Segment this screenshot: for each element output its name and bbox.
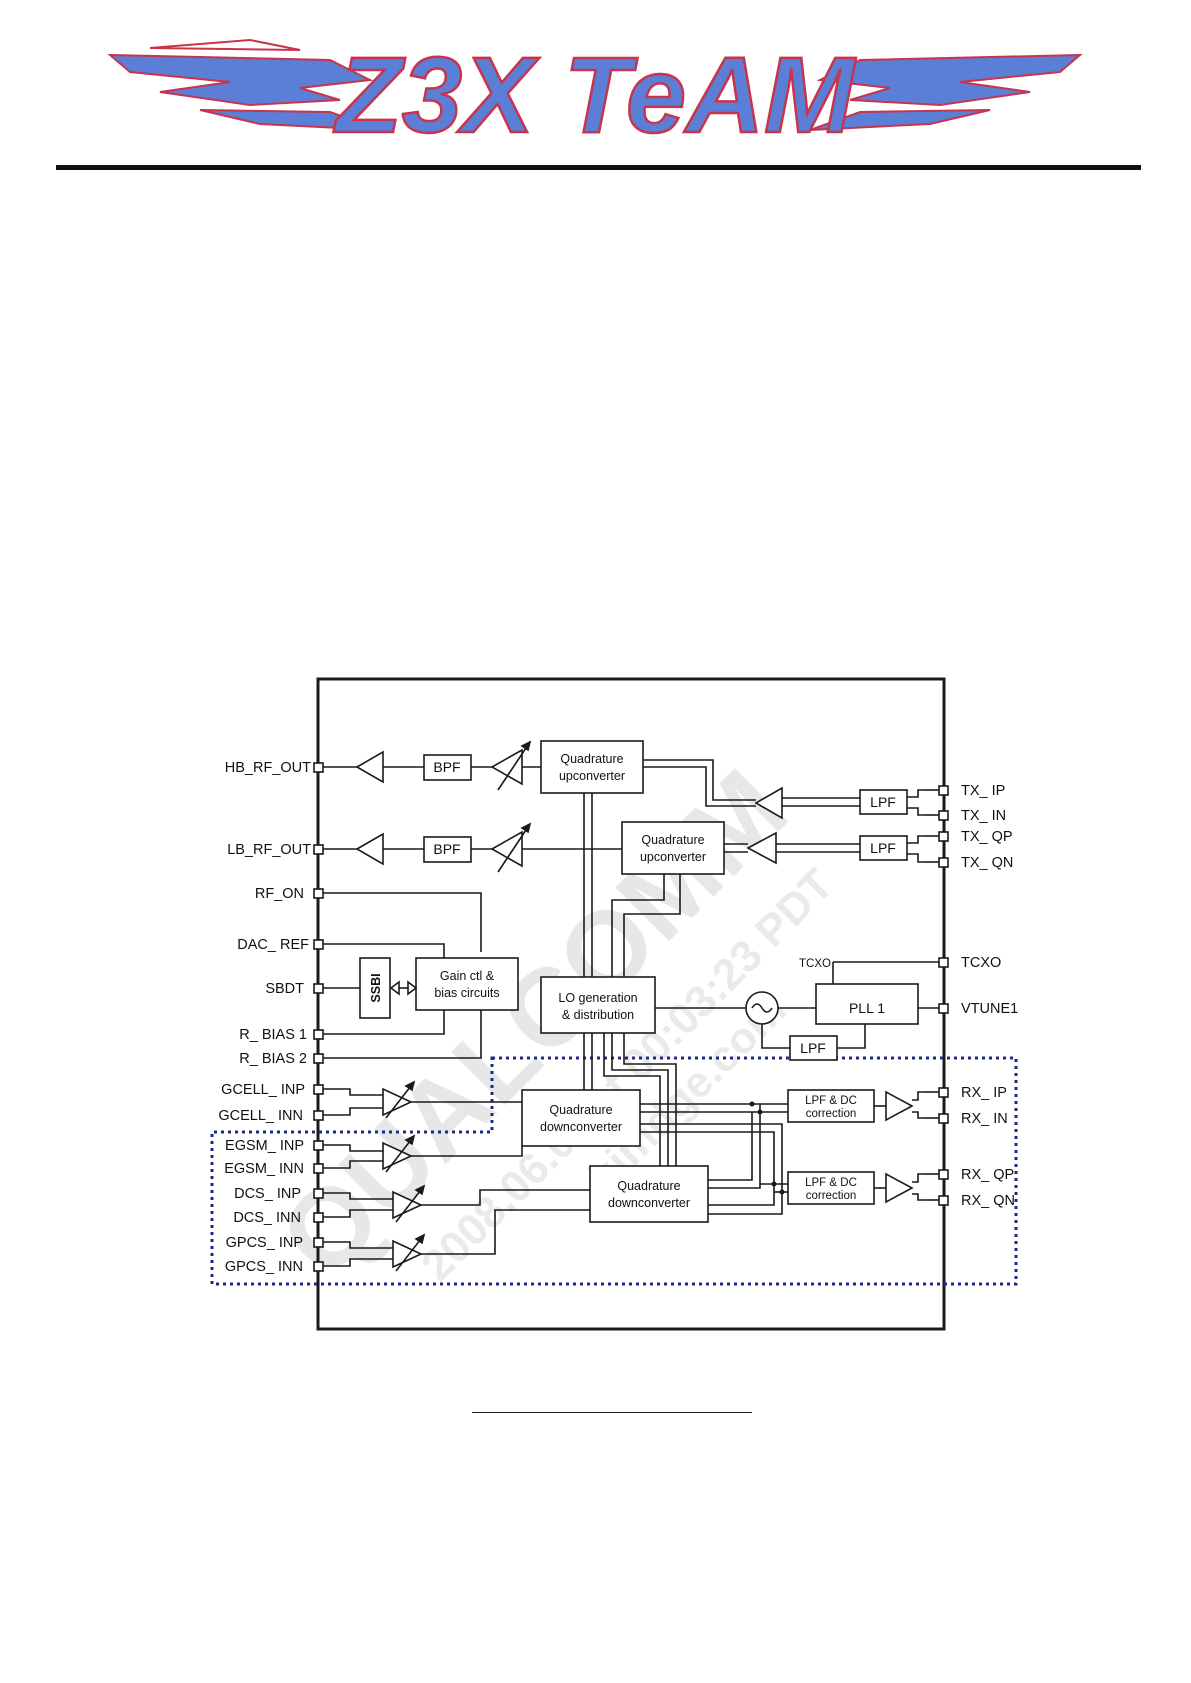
lpf-dc-1-label-1: LPF & DC <box>805 1095 857 1107</box>
rx-i-buffer-triangle <box>885 1090 914 1122</box>
lpf-pll-label: LPF <box>800 1040 826 1056</box>
lpf-tx-q-label: LPF <box>870 840 896 856</box>
qualcomm-watermark: QUALCOMM 2008.06.02 at 00:03:23 PDT kimd… <box>257 747 843 1301</box>
pin-label-rx-in: RX_ IN <box>961 1111 1008 1127</box>
lpf-tx-i-label: LPF <box>870 794 896 810</box>
quad-up-1-label-2: upconverter <box>559 769 625 783</box>
pin-label-egsm-inn: EGSM_ INN <box>224 1161 304 1177</box>
ssbi-arrow-left <box>389 980 400 996</box>
header-rule <box>56 165 1141 170</box>
quad-up-2-block <box>621 821 725 875</box>
quad-down-1-label-2: downconverter <box>540 1120 622 1134</box>
right-pin-stubs <box>925 789 939 1201</box>
ssbi-label: SSBI <box>369 973 383 1002</box>
lpf-tx-i-block <box>859 789 908 815</box>
bpf-lb-block <box>423 836 472 863</box>
pll-label: PLL 1 <box>849 1000 885 1016</box>
pin-label-tx-qn: TX_ QN <box>961 855 1013 871</box>
hb-vga-triangle <box>490 748 523 786</box>
ssbi-arrow-right <box>407 980 418 996</box>
lpf-dc-2-block <box>787 1171 875 1205</box>
pin-label-gcell-inn: GCELL_ INN <box>218 1108 303 1124</box>
pin-label-rf-on: RF_ON <box>255 886 304 902</box>
pin-label-hb-rf-out: HB_RF_OUT <box>225 760 311 776</box>
pin-label-tx-in: TX_ IN <box>961 808 1006 824</box>
z3x-team-logo: Z3X TeAM <box>56 33 1141 170</box>
pin-label-dac-ref: DAC_ REF <box>237 937 309 953</box>
bpf-hb-label: BPF <box>433 759 460 775</box>
gpcs-lna-triangle <box>392 1239 423 1269</box>
logo-wing-left <box>107 38 381 131</box>
lpf-dc-1-label-2: correction <box>806 1108 857 1120</box>
pin-label-gpcs-inn: GPCS_ INN <box>225 1259 303 1275</box>
pin-label-tx-ip: TX_ IP <box>961 783 1005 799</box>
dcs-lna-triangle <box>392 1190 423 1220</box>
junction-dots <box>749 1101 785 1195</box>
gain-ctl-label-2: bias circuits <box>434 986 499 1000</box>
quad-down-1-block <box>521 1089 641 1147</box>
tcxo-internal-label: TCXO <box>799 958 831 970</box>
pin-label-rx-ip: RX_ IP <box>961 1085 1007 1101</box>
tx-i-driver-triangle <box>754 786 783 820</box>
quad-up-2-label-1: Quadrature <box>641 833 704 847</box>
pin-label-tcxo: TCXO <box>961 955 1001 971</box>
pin-label-lb-rf-out: LB_RF_OUT <box>227 842 311 858</box>
pin-label-rx-qn: RX_ QN <box>961 1193 1015 1209</box>
rx-region-outline <box>210 1056 1018 1286</box>
rx-q-buffer-triangle <box>885 1172 914 1204</box>
quad-down-2-block <box>589 1165 709 1223</box>
quad-up-1-label-1: Quadrature <box>560 752 623 766</box>
bpf-lb-label: BPF <box>433 841 460 857</box>
pin-label-tx-qp: TX_ QP <box>961 829 1013 845</box>
quad-down-2-label-1: Quadrature <box>617 1179 680 1193</box>
pin-label-vtune1: VTUNE1 <box>961 1001 1018 1017</box>
pin-label-r-bias1: R_ BIAS 1 <box>239 1027 307 1043</box>
egsm-lna-triangle <box>382 1141 413 1171</box>
lb-vga-triangle <box>490 830 523 868</box>
pin-label-rx-qp: RX_ QP <box>961 1167 1014 1183</box>
quad-down-2-label-2: downconverter <box>608 1196 690 1210</box>
pin-label-dcs-inp: DCS_ INP <box>234 1186 301 1202</box>
pin-label-dcs-inn: DCS_ INN <box>233 1210 301 1226</box>
lo-gen-block <box>540 976 656 1034</box>
hb-pa-triangle <box>355 750 384 784</box>
caption-underline <box>472 1412 752 1413</box>
lpf-dc-2-label-1: LPF & DC <box>805 1177 857 1189</box>
quad-down-1-label-1: Quadrature <box>549 1103 612 1117</box>
gain-ctl-label-1: Gain ctl & <box>440 969 495 983</box>
pin-label-sbdt: SBDT <box>265 981 304 997</box>
logo-text: Z3X TeAM <box>333 34 856 155</box>
gain-ctl-block <box>415 957 519 1011</box>
quad-up-1-block <box>540 740 644 794</box>
pin-label-gpcs-inp: GPCS_ INP <box>226 1235 303 1251</box>
gcell-lna-triangle <box>382 1087 413 1117</box>
pin-label-egsm-inp: EGSM_ INP <box>225 1138 304 1154</box>
pll-block <box>815 983 919 1025</box>
lpf-tx-q-block <box>859 835 908 861</box>
quad-up-2-label-2: upconverter <box>640 850 706 864</box>
tx-q-driver-triangle <box>746 831 777 865</box>
lpf-dc-1-block <box>787 1089 875 1123</box>
logo-wing-right <box>809 53 1083 131</box>
pin-label-r-bias2: R_ BIAS 2 <box>239 1051 307 1067</box>
lo-gen-label-2: & distribution <box>562 1008 634 1022</box>
lo-gen-label-1: LO generation <box>558 991 637 1005</box>
pin-label-gcell-inp: GCELL_ INP <box>221 1082 305 1098</box>
left-pins <box>313 762 324 1272</box>
lpf-dc-2-label-2: correction <box>806 1190 857 1202</box>
lb-pa-triangle <box>355 832 384 866</box>
